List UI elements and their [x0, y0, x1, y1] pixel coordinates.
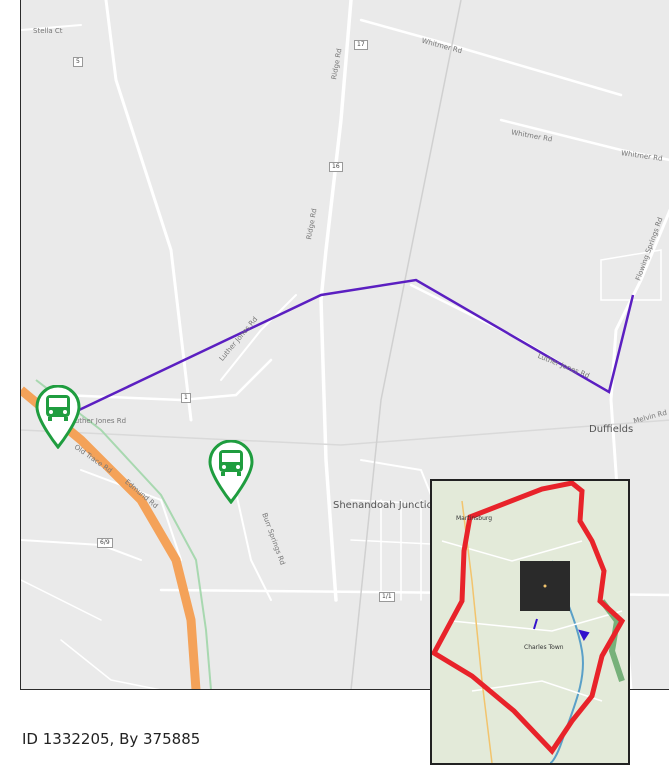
inset-map-canvas — [432, 481, 628, 763]
inset-county-boundary — [432, 481, 626, 755]
road-label-stella-ct: Stella Ct — [33, 27, 63, 35]
route-badge: 16 — [329, 162, 343, 172]
road-left-north — [104, 0, 193, 422]
map-caption: ID 1332205, By 375885 — [22, 730, 201, 748]
inset-label-charles-town: Charles Town — [524, 644, 564, 651]
route-badge: 6/9 — [97, 538, 113, 548]
map-view[interactable]: Duffields Shenandoah Junction Ridge Rd R… — [20, 0, 669, 690]
route-badge: 17 — [354, 40, 368, 50]
ridge-road — [319, 0, 353, 602]
highway — [21, 386, 201, 689]
inset-locator-map: Martinsburg Charles Town — [430, 479, 630, 765]
route-badge: 5 — [73, 57, 83, 67]
bus-icon — [208, 440, 254, 504]
route-badge: 1 — [181, 393, 191, 403]
place-label-duffields: Duffields — [589, 424, 634, 435]
map-canvas — [21, 0, 669, 689]
luther-jones-west — [59, 358, 273, 402]
road-label-luther-jones-rd: Luther Jones Rd — [71, 417, 127, 425]
route-badge: 1/1 — [379, 592, 395, 602]
place-label-shenandoah-junction: Shenandoah Junction — [333, 500, 440, 511]
bus-icon — [35, 385, 81, 449]
bus-route-line — [78, 278, 635, 412]
inset-label-martinsburg: Martinsburg — [456, 515, 493, 522]
